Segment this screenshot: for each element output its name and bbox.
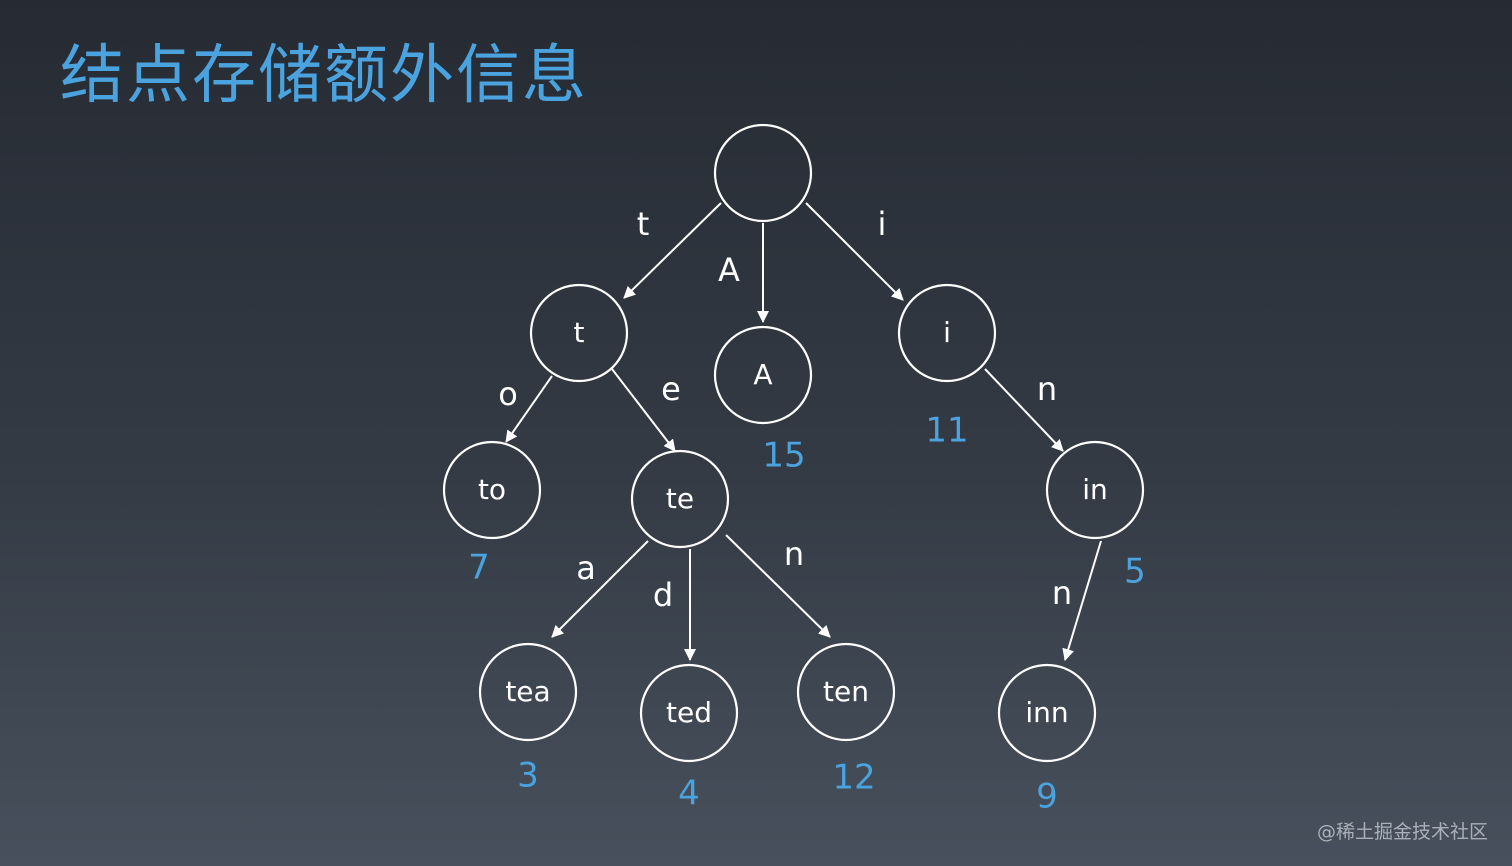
edge-label-te-ten: n: [784, 535, 804, 573]
node-value-ted: 4: [678, 774, 700, 814]
node-value-tea: 3: [517, 756, 539, 796]
node-label-tea: tea: [505, 675, 550, 708]
node-circle-i: [897, 283, 997, 383]
edge-label-in-inn: n: [1052, 574, 1072, 612]
node-circle-root: [713, 123, 813, 223]
watermark: @稀土掘金技术社区: [1316, 821, 1488, 843]
node-label-te: te: [666, 482, 694, 515]
node-label-t: t: [574, 316, 585, 349]
page-title: 结点存储额外信息: [60, 39, 588, 113]
node-in: in 5: [1045, 440, 1146, 592]
node-value-ten: 12: [832, 758, 875, 798]
node-inn: inn 9: [997, 663, 1097, 817]
node-label-i: i: [943, 316, 951, 349]
edge-i-in: [984, 368, 1064, 452]
edge-t-te: [611, 368, 676, 452]
node-root: [713, 123, 813, 223]
node-circle-inn: [997, 663, 1097, 763]
edge-label-te-ted: d: [653, 576, 673, 614]
edge-t-to: [505, 375, 553, 443]
node-circle-ted: [639, 663, 739, 763]
edge-root-i: [805, 202, 904, 301]
node-tea: tea 3: [478, 642, 578, 796]
node-value-in: 5: [1124, 552, 1146, 592]
node-ted: ted 4: [639, 663, 739, 814]
node-ten: ten 12: [796, 642, 896, 798]
node-value-A: 15: [762, 436, 805, 476]
edge-root-t: [623, 202, 722, 299]
node-label-to: to: [478, 473, 506, 506]
edge-label-te-tea: a: [576, 549, 596, 587]
node-circle-tea: [478, 642, 578, 742]
edge-te-ten: [725, 534, 831, 638]
node-circle-in: [1045, 440, 1145, 540]
edge-label-root-A: A: [718, 251, 740, 289]
node-label-inn: inn: [1025, 696, 1068, 729]
edge-label-t-to: o: [498, 375, 518, 413]
edge-te-tea: [551, 540, 649, 638]
node-i: i 11: [897, 283, 997, 451]
edge-label-i-in: n: [1037, 370, 1057, 408]
edge-in-inn: [1062, 540, 1102, 661]
node-value-inn: 9: [1036, 777, 1058, 817]
edge-label-root-t: t: [637, 205, 650, 243]
node-to: to 7: [442, 440, 542, 588]
node-t: t: [529, 283, 629, 383]
node-label-A: A: [753, 358, 772, 391]
node-A: A 15: [713, 325, 813, 476]
node-te: te: [630, 449, 730, 549]
node-circle-t: [529, 283, 629, 383]
node-label-ten: ten: [823, 675, 869, 708]
node-value-to: 7: [468, 548, 490, 588]
node-label-in: in: [1082, 473, 1108, 506]
edge-label-root-i: i: [878, 205, 887, 243]
node-circle-te: [630, 449, 730, 549]
node-circle-ten: [796, 642, 896, 742]
node-circle-to: [442, 440, 542, 540]
node-value-i: 11: [925, 411, 968, 451]
edge-label-t-te: e: [661, 370, 681, 408]
node-circle-A: [713, 325, 813, 425]
node-label-ted: ted: [666, 696, 712, 729]
